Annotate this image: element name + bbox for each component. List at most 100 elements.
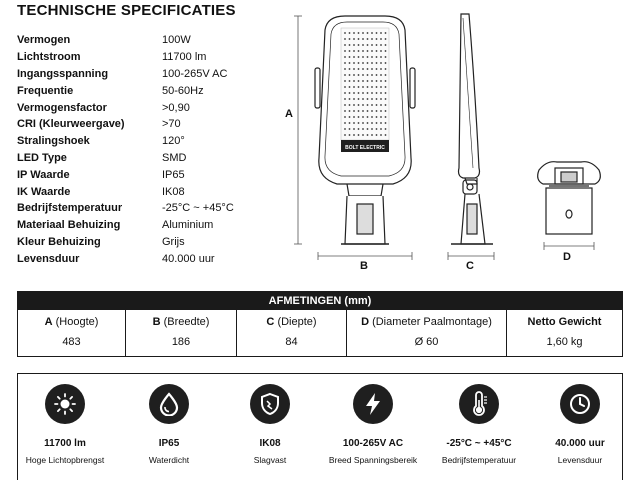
spec-row: Kleur Behuizing Grijs <box>17 234 277 251</box>
dimension-line-d <box>543 242 595 250</box>
spec-label: Vermogen <box>17 34 71 47</box>
spec-label: Bedrijfstemperatuur <box>17 202 123 215</box>
spec-value: Grijs <box>162 235 185 248</box>
dimension-name: (Breedte) <box>163 316 210 328</box>
spec-row: Ingangsspanning 100-265V AC <box>17 66 277 83</box>
spec-label: Vermogensfactor <box>17 101 107 114</box>
spec-table: Vermogen 100W Lichtstroom 11700 lm Ingangs… <box>17 32 277 267</box>
clock-icon <box>560 384 600 424</box>
spec-label: Lichtstroom <box>17 51 81 64</box>
front-view <box>314 15 416 245</box>
dimension-value: 186 <box>171 336 191 348</box>
feature-subtitle: Waterdicht <box>148 455 190 465</box>
spec-row: LED Type SMD <box>17 150 277 167</box>
dimension-key: A <box>44 316 53 328</box>
spec-value: 100-265V AC <box>162 67 228 80</box>
feature-waterproof: IP65 Waterdicht <box>119 384 219 465</box>
dimension-value: Ø 60 <box>414 336 439 348</box>
spec-label: Ingangsspanning <box>17 67 109 80</box>
spec-row: IK Waarde IK08 <box>17 183 277 200</box>
feature-title: -25°C ~ +45°C <box>446 438 512 449</box>
spec-value: IP65 <box>162 168 185 181</box>
spec-value: 120° <box>162 135 185 148</box>
spec-value: 11700 lm <box>162 51 207 64</box>
dimension-label-b: B <box>360 260 368 272</box>
dimension-col-b: B (Breedte) 186 <box>126 310 237 356</box>
spec-label: IK Waarde <box>17 185 71 198</box>
spec-value: >70 <box>162 118 181 131</box>
dimension-name: (Hoogte) <box>55 316 99 328</box>
spec-value: -25°C ~ +45°C <box>162 202 234 215</box>
spec-label: Stralingshoek <box>17 135 90 148</box>
spec-row: CRI (Kleurweergave) >70 <box>17 116 277 133</box>
lightning-icon <box>353 384 393 424</box>
spec-label: Kleur Behuizing <box>17 235 101 248</box>
dimension-key: D <box>361 316 370 328</box>
dimensions-header: AFMETINGEN (mm) <box>18 292 622 310</box>
feature-title: 100-265V AC <box>342 438 404 449</box>
spec-label: Materiaal Behuizing <box>17 219 121 232</box>
thermometer-icon <box>459 384 499 424</box>
side-view <box>451 13 493 245</box>
spec-value: Aluminium <box>162 219 214 232</box>
dimension-value: 84 <box>285 336 298 348</box>
spec-value: 50-60Hz <box>162 84 204 97</box>
spec-label: LED Type <box>17 151 67 164</box>
feature-temperature: -25°C ~ +45°C Bedrijfstemperatuur <box>429 384 529 465</box>
feature-subtitle: Hoge Lichtopbrengst <box>25 455 105 465</box>
bottom-view <box>537 161 601 235</box>
dimension-name: (Diameter Paalmontage) <box>372 316 492 328</box>
feature-subtitle: Bedrijfstemperatuur <box>441 455 517 465</box>
dimension-line-c <box>447 252 495 260</box>
spec-value: 100W <box>162 34 191 47</box>
sun-icon <box>45 384 85 424</box>
spec-label: Frequentie <box>17 84 74 97</box>
spec-label: CRI (Kleurweergave) <box>17 118 125 131</box>
spec-row: Levensduur 40.000 uur <box>17 250 277 267</box>
dimension-label-a: A <box>285 108 293 120</box>
spec-label: IP Waarde <box>17 168 70 181</box>
dimension-name: (Diepte) <box>277 316 317 328</box>
spec-label: Levensduur <box>17 252 80 265</box>
water-drop-icon <box>149 384 189 424</box>
dimension-label-c: C <box>466 260 474 272</box>
spec-row: Frequentie 50-60Hz <box>17 82 277 99</box>
dimension-col-d: D (Diameter Paalmontage) Ø 60 <box>347 310 507 356</box>
spec-row: Bedrijfstemperatuur -25°C ~ +45°C <box>17 200 277 217</box>
spec-row: IP Waarde IP65 <box>17 166 277 183</box>
features-panel: 11700 lm Hoge Lichtopbrengst IP65 Waterd… <box>17 373 623 480</box>
dimensions-columns: A (Hoogte) 483 B (Breedte) 186 C (Diepte… <box>18 310 622 356</box>
shield-icon <box>250 384 290 424</box>
technical-drawings: BOLT ELECTRIC <box>285 8 635 278</box>
dimensions-table: AFMETINGEN (mm) A (Hoogte) 483 B (Breedt… <box>17 291 623 357</box>
dimension-value: 1,60 kg <box>546 336 583 348</box>
dimension-line-a <box>294 15 302 245</box>
page-title: TECHNISCHE SPECIFICATIES <box>17 2 236 19</box>
spec-value: >0,90 <box>162 101 190 114</box>
feature-title: 40.000 uur <box>555 438 605 449</box>
dimension-col-weight: Netto Gewicht 1,60 kg <box>507 310 622 356</box>
feature-subtitle: Slagvast <box>253 455 287 465</box>
spec-row: Vermogensfactor >0,90 <box>17 99 277 116</box>
spec-row: Lichtstroom 11700 lm <box>17 49 277 66</box>
feature-subtitle: Breed Spanningsbereik <box>328 455 418 465</box>
spec-value: SMD <box>162 151 187 164</box>
dimension-key: C <box>266 316 275 328</box>
feature-impact: IK08 Slagvast <box>220 384 320 465</box>
feature-light-output: 11700 lm Hoge Lichtopbrengst <box>15 384 115 465</box>
spec-row: Materiaal Behuizing Aluminium <box>17 217 277 234</box>
led-array <box>344 32 387 136</box>
spec-value: 40.000 uur <box>162 252 215 265</box>
dimension-line-b <box>317 252 413 260</box>
dimension-key: Netto Gewicht <box>527 316 602 328</box>
logo-text: BOLT ELECTRIC <box>345 145 385 151</box>
spec-value: IK08 <box>162 185 185 198</box>
feature-title: 11700 lm <box>44 438 86 449</box>
dimension-col-a: A (Hoogte) 483 <box>18 310 126 356</box>
feature-title: IP65 <box>158 438 180 449</box>
feature-subtitle: Levensduur <box>557 455 603 465</box>
dimension-col-c: C (Diepte) 84 <box>237 310 347 356</box>
dimension-label-d: D <box>563 251 571 263</box>
feature-lifetime: 40.000 uur Levensduur <box>530 384 630 465</box>
spec-row: Stralingshoek 120° <box>17 133 277 150</box>
